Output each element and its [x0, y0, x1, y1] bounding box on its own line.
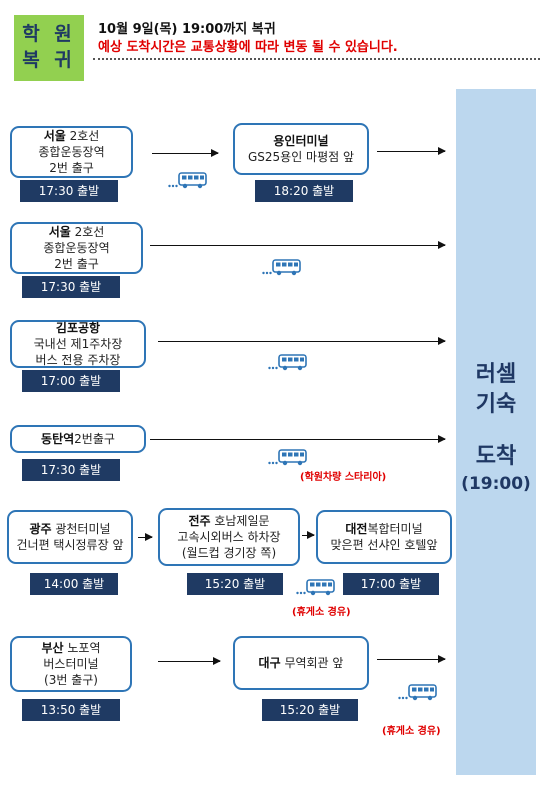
depart-time: 17:30 출발	[22, 276, 120, 298]
stop-jeonju: 전주 호남제일문 고속시외버스 하차장 (월드컵 경기장 쪽)	[158, 508, 300, 566]
stop-line: 건너편 택시정류장 앞	[16, 538, 124, 552]
depart-time: 18:20 출발	[255, 180, 353, 202]
stop-line: 2번 출구	[49, 161, 94, 175]
stop-title: 서울 2호선	[43, 129, 100, 143]
route-arrow	[150, 241, 446, 249]
stop-title: 동탄역2번출구	[41, 432, 115, 446]
stop-seoul-route1: 서울 2호선 종합운동장역 2번 출구	[10, 126, 133, 178]
arrival-info: 러셀 기숙 도착 (19:00)	[456, 360, 536, 496]
stop-title: 대전복합터미널	[345, 522, 423, 536]
stop-line: 맞은편 선샤인 호텔앞	[330, 538, 438, 552]
stop-line: 버스터미널	[43, 657, 99, 671]
stop-line: (3번 출구)	[44, 673, 98, 687]
route-arrow	[377, 655, 446, 663]
depart-time: 17:30 출발	[20, 180, 118, 202]
stop-title: 김포공항	[55, 321, 101, 335]
stop-line: 버스 전용 주차장	[35, 353, 121, 367]
header-divider	[93, 58, 540, 60]
arrive-label: 도착	[475, 444, 517, 469]
depart-time: 15:20 출발	[262, 699, 358, 721]
route-arrow	[302, 531, 315, 539]
stop-line: (월드컵 경기장 쪽)	[181, 546, 277, 560]
stop-line: 종합운동장역	[38, 145, 105, 159]
title-badge: 학 원 복 귀	[14, 15, 84, 81]
stop-title: 부산 노포역	[41, 641, 101, 655]
route-arrow	[150, 435, 446, 443]
return-deadline: 10월 9일(목) 19:00까지 복귀	[98, 22, 276, 37]
route-arrow	[377, 147, 446, 155]
depart-time: 17:00 출발	[22, 370, 120, 392]
bus-icon	[268, 449, 307, 467]
stop-seoul-route2: 서울 2호선 종합운동장역 2번 출구	[10, 222, 143, 274]
destination-line-1: 러셀	[475, 362, 517, 387]
route-arrow	[158, 657, 221, 665]
stop-daegu: 대구 무역회관 앞	[233, 636, 369, 690]
stop-title: 광주 광천터미널	[29, 522, 111, 536]
stop-gwangju: 광주 광천터미널 건너편 택시정류장 앞	[7, 510, 133, 564]
bus-icon	[296, 579, 335, 597]
stop-daejeon: 대전복합터미널 맞은편 선샤인 호텔앞	[316, 510, 452, 564]
arrival-column	[456, 89, 536, 775]
stop-title: 서울 2호선	[48, 225, 105, 239]
bus-icon	[262, 259, 301, 277]
arrive-time: (19:00)	[461, 474, 531, 494]
route-note: (휴게소 경유)	[382, 726, 441, 737]
destination-line-2: 기숙	[475, 392, 517, 417]
depart-time: 13:50 출발	[22, 699, 120, 721]
bus-icon	[168, 172, 207, 189]
bus-icon	[268, 354, 307, 372]
stop-title: 대구 무역회관 앞	[258, 656, 344, 670]
route-note: (휴게소 경유)	[292, 607, 351, 618]
stop-gimpo: 김포공항 국내선 제1주차장 버스 전용 주차장	[10, 320, 146, 368]
depart-time: 14:00 출발	[30, 573, 118, 595]
stop-line: GS25용인 마평점 앞	[247, 150, 355, 164]
badge-line-2: 복 귀	[22, 49, 76, 71]
stop-title: 전주 호남제일문	[188, 514, 270, 528]
stop-busan: 부산 노포역 버스터미널 (3번 출구)	[10, 636, 132, 692]
route-arrow	[138, 533, 153, 541]
depart-time: 17:00 출발	[343, 573, 439, 595]
stop-yongin: 용인터미널 GS25용인 마평점 앞	[233, 123, 369, 175]
stop-line: 종합운동장역	[43, 241, 110, 255]
depart-time: 15:20 출발	[187, 573, 283, 595]
depart-time: 17:30 출발	[22, 459, 120, 481]
bus-icon	[398, 684, 437, 702]
route-arrow	[152, 149, 219, 157]
arrival-warning: 예상 도착시간은 교통상황에 따라 변동 될 수 있습니다.	[98, 40, 398, 55]
route-arrow	[158, 337, 446, 345]
stop-title: 용인터미널	[273, 134, 329, 148]
badge-line-1: 학 원	[22, 23, 76, 46]
stop-line: 2번 출구	[54, 257, 99, 271]
stop-line: 고속시외버스 하차장	[177, 530, 281, 544]
stop-dongtan: 동탄역2번출구	[10, 425, 146, 453]
stop-line: 국내선 제1주차장	[33, 337, 123, 351]
route-note: (학원차량 스타리아)	[300, 472, 387, 483]
